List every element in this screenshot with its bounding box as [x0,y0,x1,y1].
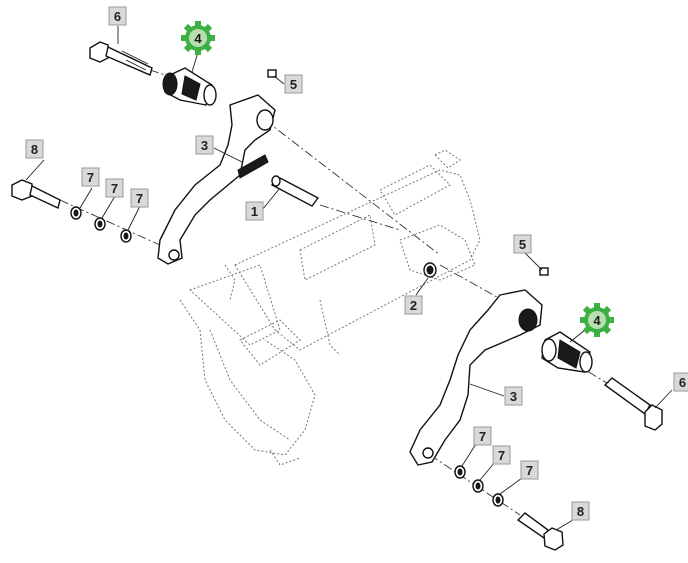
gear-badge-top: 4 [181,21,215,55]
callout-label: 5 [290,77,297,92]
callout-washer-right-1[interactable]: 7 [473,426,492,446]
callout-nut-top[interactable]: 5 [284,74,303,94]
callout-label: 1 [251,204,258,219]
callout-washer-right-2[interactable]: 7 [492,445,511,465]
callout-label: 6 [679,375,686,390]
callout-label: 5 [519,237,526,252]
callout-bolt-left[interactable]: 8 [25,139,44,159]
callout-label: 2 [410,298,417,313]
callout-washer-left-1[interactable]: 7 [81,167,100,187]
gear-icon [580,303,614,337]
callout-label-bushing-top: 4 [194,31,202,46]
arm-left [157,94,276,265]
callout-arm-right[interactable]: 3 [504,386,523,406]
bushing-right [541,331,593,373]
callout-arm-left[interactable]: 3 [195,135,214,155]
callout-label: 8 [577,504,584,519]
washers-right [454,465,504,507]
callout-label: 7 [87,170,94,185]
callout-bolt-right[interactable]: 6 [673,372,688,392]
callout-label: 7 [526,463,533,478]
callout-ring[interactable]: 2 [404,295,423,315]
bushing-top [162,67,217,106]
washers-left [70,206,132,243]
nut-top [267,69,277,78]
callout-pin[interactable]: 1 [245,201,264,221]
bolt-bottom [516,512,564,551]
pin [270,175,320,207]
bolt-right [603,377,663,431]
callout-label: 6 [114,9,121,24]
callout-bolt-bottom[interactable]: 8 [571,501,590,521]
callout-label: 3 [201,138,208,153]
callout-label: 7 [498,448,505,463]
nut-right [539,267,549,276]
callout-label-bushing-right: 4 [593,313,601,328]
callout-label: 7 [479,429,486,444]
leader-lines [25,26,673,531]
callout-label: 7 [136,191,143,206]
callout-label: 7 [111,181,118,196]
callout-washer-left-3[interactable]: 7 [130,188,149,208]
gear-icon [181,21,215,55]
callout-bolt-top[interactable]: 6 [108,6,127,26]
callout-nut-right[interactable]: 5 [513,234,532,254]
gear-badge-right: 4 [580,303,614,337]
bolt-top [89,41,153,76]
callout-washer-left-2[interactable]: 7 [105,178,124,198]
bolt-left [11,179,61,209]
callout-label: 8 [31,142,38,157]
ring [423,262,437,278]
callout-washer-right-3[interactable]: 7 [520,460,539,480]
callout-label: 3 [510,389,517,404]
ghost-frame [179,149,481,466]
arm-right [409,289,543,466]
